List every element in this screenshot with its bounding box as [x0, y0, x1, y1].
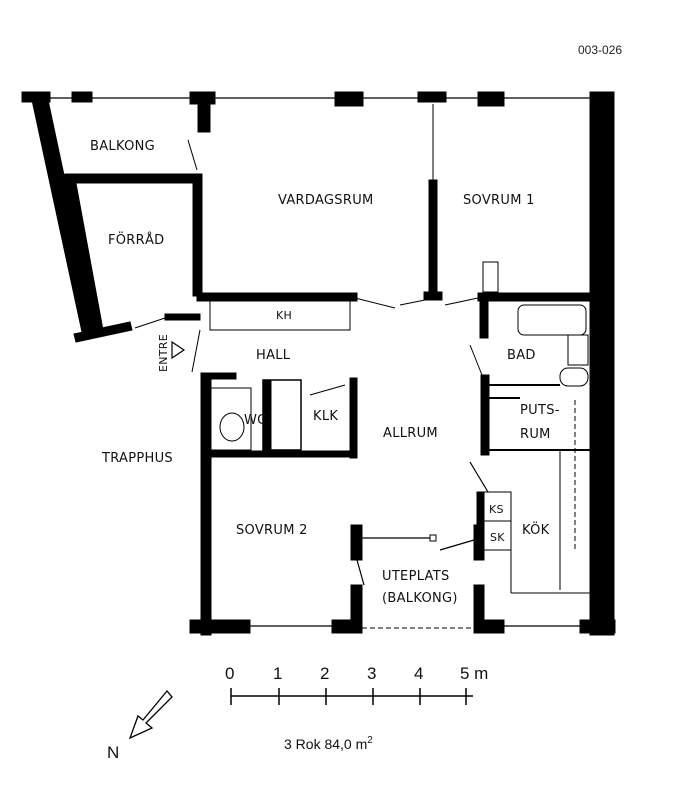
- room-label-kok: KÖK: [522, 521, 550, 538]
- room-label-sk: SK: [490, 531, 505, 544]
- scale-tick-5: 5 m: [460, 664, 488, 683]
- room-label-ks: KS: [489, 503, 504, 516]
- room-label-vardagsrum: VARDAGSRUM: [278, 193, 374, 208]
- north-label: N: [107, 743, 119, 762]
- room-label-rum: RUM: [520, 427, 551, 442]
- room-label-kh: KH: [276, 309, 292, 322]
- scale-bar: [230, 688, 473, 705]
- entrance-arrow-icon: [171, 340, 186, 360]
- room-label-uteplats-sub: (BALKONG): [382, 591, 458, 606]
- room-label-bad: BAD: [507, 348, 536, 363]
- room-label-entre: ENTRE: [157, 334, 170, 372]
- room-label-hall: HALL: [256, 348, 291, 363]
- room-label-balkong: BALKONG: [90, 139, 155, 154]
- walls: [21, 91, 616, 636]
- room-label-wc: WC: [244, 413, 267, 428]
- scale-tick-3: 3: [367, 664, 376, 683]
- drawing-reference: 003-026: [578, 43, 622, 57]
- scale-tick-2: 2: [320, 664, 329, 683]
- scale-tick-4: 4: [414, 664, 423, 683]
- apartment-summary-sup: 2: [367, 735, 373, 746]
- room-label-forrad: FÖRRÅD: [108, 231, 164, 248]
- room-label-sovrum-2: SOVRUM 2: [236, 523, 308, 538]
- scale-labels: 0 1 2 3 4 5 m: [225, 664, 488, 683]
- room-label-klk: KLK: [313, 409, 338, 424]
- north-arrow-icon: [128, 689, 173, 740]
- apartment-summary: 3 Rok 84,0 m2: [284, 735, 373, 752]
- scale-tick-1: 1: [273, 664, 282, 683]
- room-label-trapphus: TRAPPHUS: [101, 451, 173, 466]
- room-labels: BALKONG FÖRRÅD VARDAGSRUM SOVRUM 1 KH EN…: [90, 139, 560, 606]
- room-label-puts: PUTS-: [520, 403, 560, 418]
- room-label-allrum: ALLRUM: [383, 426, 438, 441]
- room-label-uteplats: UTEPLATS: [382, 569, 450, 584]
- room-label-sovrum-1: SOVRUM 1: [463, 193, 535, 208]
- scale-tick-0: 0: [225, 664, 234, 683]
- apartment-summary-text: 3 Rok 84,0 m: [284, 736, 367, 752]
